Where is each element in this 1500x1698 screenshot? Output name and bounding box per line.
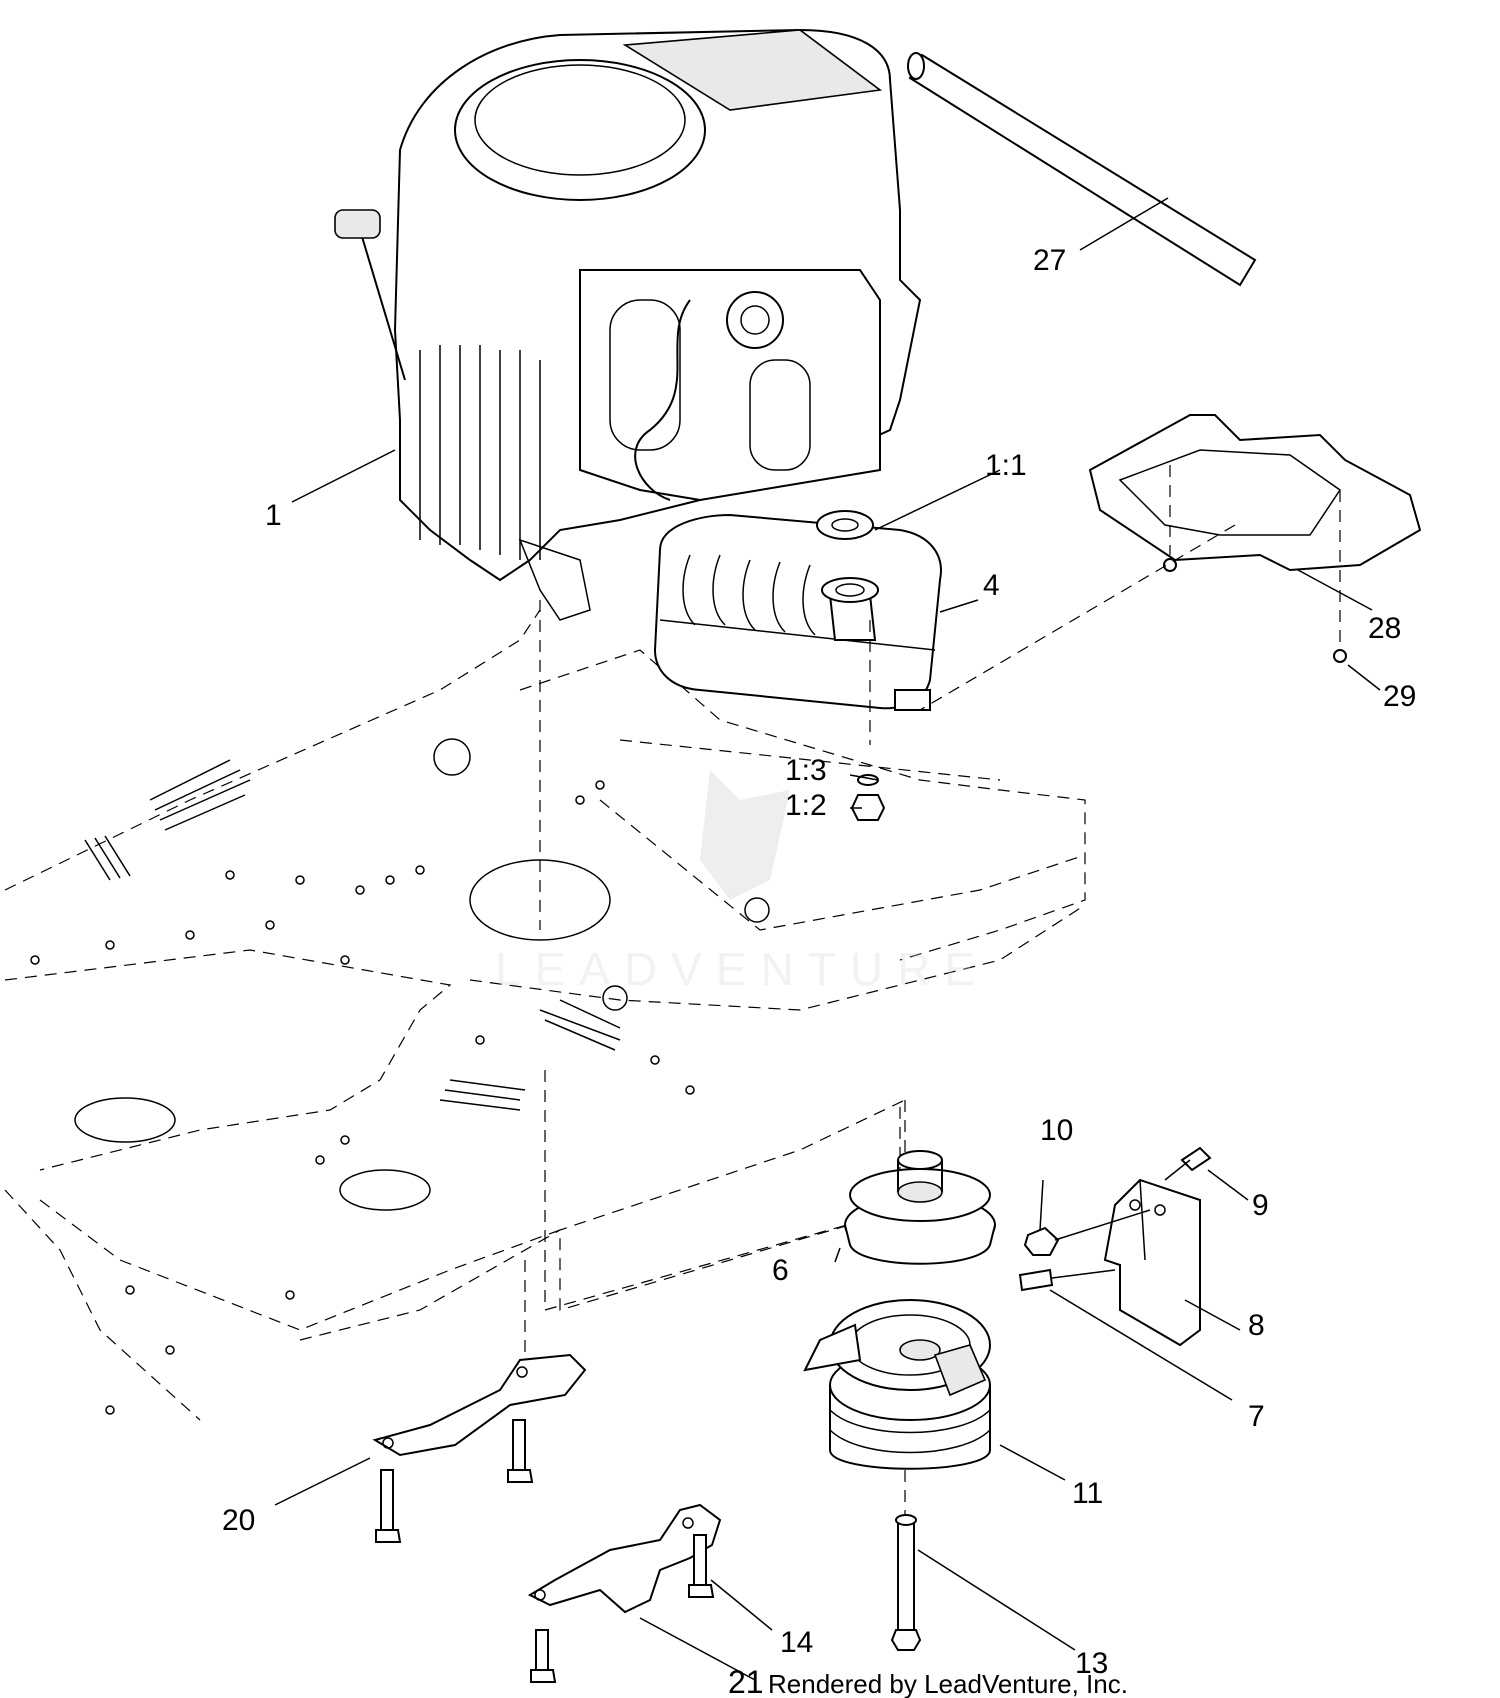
nut-alignment-line [1054, 1209, 1151, 1241]
callout-1-1: 1:1 [985, 449, 1027, 482]
callout-21: 21 [728, 1664, 764, 1698]
callout-1: 1 [265, 499, 282, 532]
callout-20: 20 [222, 1504, 255, 1537]
callout-4: 4 [983, 569, 1000, 602]
shield-plate [1088, 414, 1422, 572]
callout-1-2: 1:2 [785, 789, 827, 822]
gasket [816, 510, 874, 540]
plate-to-muffler-line [919, 524, 1236, 711]
spacer [1018, 1268, 1054, 1292]
mount-bracket-20 [372, 1353, 587, 1543]
callout-1-3: 1:3 [785, 754, 827, 787]
watermark: LEADVENTURE [495, 770, 989, 995]
callout-28: 28 [1368, 612, 1401, 645]
clutch-bracket [1103, 1178, 1201, 1347]
pulley [844, 1150, 996, 1265]
bracket-bolt [1164, 1146, 1212, 1181]
callout-7: 7 [1248, 1400, 1265, 1433]
bracket-nut [1023, 1226, 1060, 1256]
callout-27: 27 [1033, 244, 1066, 277]
mount-bracket-21 [527, 1503, 722, 1683]
chassis-frame [4, 609, 1086, 1421]
screw [1333, 649, 1347, 663]
screw [1163, 558, 1177, 572]
spacer-alignment-line [1051, 1269, 1116, 1279]
render-credit: Rendered by LeadVenture, Inc. [768, 1669, 1128, 1698]
callout-9: 9 [1252, 1189, 1269, 1222]
callout-11: 11 [1072, 1477, 1103, 1510]
muffler [653, 513, 942, 711]
tube [907, 52, 1257, 287]
callout-labels: 1 1:1 1:3 1:2 4 27 28 29 10 9 6 8 7 11 2… [222, 244, 1416, 1698]
watermark-logo [700, 770, 790, 900]
clutch-bolt [890, 1514, 922, 1651]
callout-14: 14 [780, 1626, 813, 1659]
electric-clutch [803, 1299, 991, 1470]
engine-assembly [334, 28, 922, 621]
callout-10: 10 [1040, 1114, 1073, 1147]
callout-6: 6 [772, 1254, 789, 1287]
callout-8: 8 [1248, 1309, 1265, 1342]
callout-13: 13 [1075, 1647, 1108, 1680]
leader-lines [274, 197, 1381, 1681]
callout-29: 29 [1383, 680, 1416, 713]
watermark-text: LEADVENTURE [495, 943, 989, 995]
